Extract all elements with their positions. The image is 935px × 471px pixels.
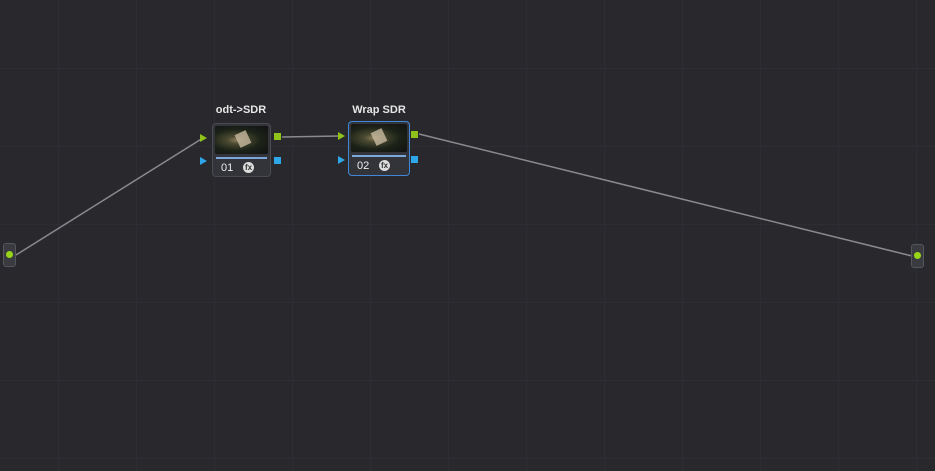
node-status-bar [352,155,406,157]
node-title: odt->SDR [215,104,267,116]
node-title: Wrap SDR [352,104,406,116]
node-number: 02 [357,160,370,172]
source-port-icon[interactable] [6,251,13,258]
wire-node-02-to-output [418,133,913,257]
wire-node-01-to-node-02 [281,135,341,138]
node-status-bar [216,157,267,159]
alpha-output-port-icon[interactable] [274,157,281,164]
alpha-output-port-icon[interactable] [411,156,418,163]
rgb-input-port-icon[interactable] [338,132,345,140]
corrector-node-01[interactable]: 01 fx [212,123,271,177]
output-node[interactable] [911,244,924,268]
alpha-input-port-icon[interactable] [338,156,345,164]
rgb-output-port-icon[interactable] [411,131,418,138]
wire-source-to-node-01 [15,137,204,256]
node-number: 01 [221,162,234,174]
fx-icon: fx [379,160,390,171]
rgb-output-port-icon[interactable] [274,133,281,140]
output-port-icon[interactable] [914,252,921,259]
alpha-input-port-icon[interactable] [200,157,207,165]
node-thumbnail [215,126,268,154]
corrector-node-02[interactable]: 02 fx [348,121,410,176]
rgb-input-port-icon[interactable] [200,134,207,142]
node-thumbnail [351,124,407,152]
fx-icon: fx [243,162,254,173]
source-input-node[interactable] [3,243,16,267]
